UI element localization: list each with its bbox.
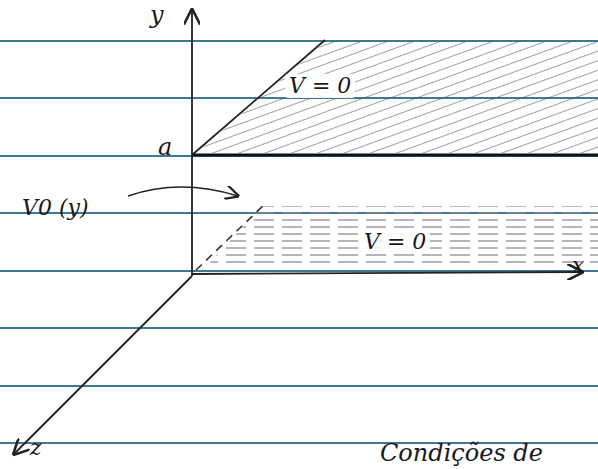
plate-height-label: a <box>158 134 172 160</box>
potential-label: V0 (y) <box>22 196 88 220</box>
potential-value: V = 0 <box>360 230 430 254</box>
axis-label: x <box>572 254 584 278</box>
ruled-lines <box>0 41 598 443</box>
lower-plate-dashed-edge <box>196 203 266 270</box>
caption-text: Condições de <box>380 440 543 466</box>
potential-value: V = 0 <box>285 74 355 98</box>
lower-plate: V = 0 <box>360 230 430 254</box>
y-axis <box>191 10 193 276</box>
potential-arrow <box>128 187 238 196</box>
x-axis <box>192 272 582 274</box>
axis-label: y <box>150 2 164 28</box>
axis-label: z <box>30 436 42 460</box>
lower-plate-shading <box>205 206 598 268</box>
upper-plate: V = 0 <box>285 74 355 98</box>
upper-plate-line <box>192 154 598 157</box>
z-axis <box>14 276 192 454</box>
